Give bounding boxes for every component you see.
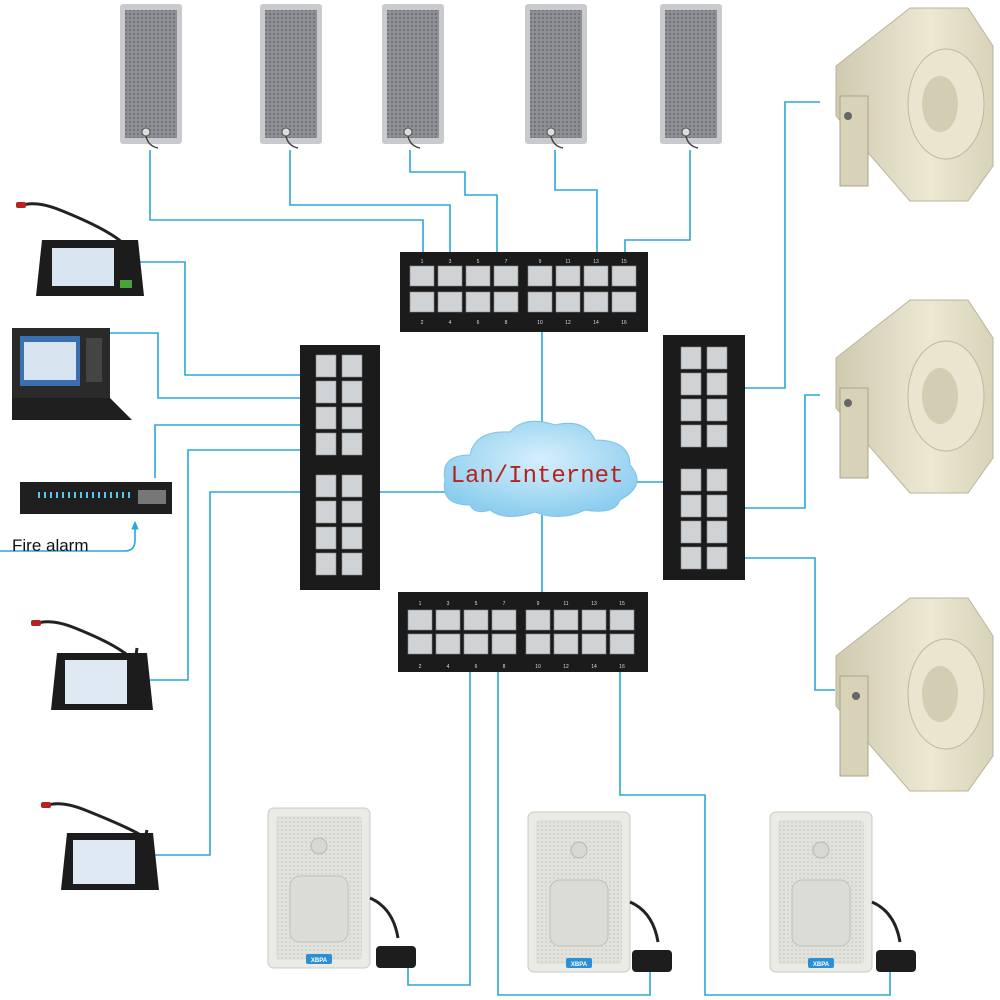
system-controller	[20, 482, 172, 514]
port-number: 10	[535, 664, 541, 670]
switch-right	[663, 335, 745, 580]
port-number: 11	[565, 259, 570, 265]
cable-wall-3	[616, 654, 891, 996]
cable-wall-1	[407, 654, 474, 986]
column-speaker	[120, 4, 182, 149]
cable-console-2	[150, 446, 321, 681]
cable-wall-2	[494, 654, 651, 996]
cable-column-3	[409, 150, 501, 271]
fire-alarm-label: Fire alarm	[12, 536, 89, 555]
port-number: 4	[447, 664, 450, 670]
paging-consoles	[16, 202, 159, 890]
cable-column-4	[554, 150, 601, 271]
horn-speaker	[835, 7, 994, 202]
port-number: 13	[591, 601, 597, 607]
wall-speaker: XBPA	[267, 807, 416, 969]
cable-horn-3	[714, 554, 835, 691]
port-number: 11	[563, 601, 568, 607]
cable-amplifier-rack	[110, 332, 321, 402]
port-number: 7	[505, 259, 508, 265]
cable-console-1	[135, 261, 321, 379]
port-number: 2	[419, 664, 422, 670]
column-speaker	[525, 4, 587, 149]
cable-horn-2	[714, 394, 820, 512]
cable-column-1	[149, 150, 427, 271]
port-number: 14	[593, 320, 599, 326]
port-number: 4	[449, 320, 452, 326]
cable-column-2	[289, 150, 454, 271]
column-speaker	[382, 4, 444, 149]
port-number: 6	[477, 320, 480, 326]
port-number: 9	[537, 601, 540, 607]
horn-speaker	[835, 597, 994, 792]
column-speaker	[660, 4, 722, 149]
port-number: 1	[421, 259, 424, 265]
rack-computer	[12, 328, 132, 420]
speaker-brand: XBPA	[813, 962, 830, 968]
cloud-label: Lan/Internet	[451, 463, 624, 490]
paging-console	[16, 202, 144, 296]
port-number: 12	[563, 664, 569, 670]
port-number: 12	[565, 320, 571, 326]
port-number: 16	[621, 320, 627, 326]
wall-speaker: XBPA	[769, 811, 916, 973]
paging-console	[31, 620, 153, 710]
horn-speaker	[835, 299, 994, 494]
cable-console-3	[150, 488, 321, 856]
port-number: 15	[619, 601, 625, 607]
port-number: 5	[477, 259, 480, 265]
cable-horn-1	[714, 101, 820, 392]
cable-controller	[154, 421, 321, 478]
horn-speakers	[835, 7, 994, 792]
port-number: 10	[537, 320, 543, 326]
port-number: 13	[593, 259, 599, 265]
port-number: 2	[421, 320, 424, 326]
port-number: 3	[447, 601, 450, 607]
port-number: 8	[503, 664, 506, 670]
cable-fire-alarm	[0, 521, 139, 552]
port-number: 3	[449, 259, 452, 265]
speaker-brand: XBPA	[571, 962, 588, 968]
wall-speaker: XBPA	[527, 811, 672, 973]
port-number: 14	[591, 664, 597, 670]
column-speaker	[260, 4, 322, 149]
speaker-brand: XBPA	[311, 958, 328, 964]
port-number: 15	[621, 259, 627, 265]
paging-console	[41, 802, 159, 890]
lan-internet-cloud: Lan/Internet	[443, 420, 638, 517]
port-number: 5	[475, 601, 478, 607]
port-number: 16	[619, 664, 625, 670]
port-number: 1	[419, 601, 422, 607]
port-number: 8	[505, 320, 508, 326]
port-number: 7	[503, 601, 506, 607]
column-speakers	[120, 4, 722, 149]
port-number: 6	[475, 664, 478, 670]
switch-left	[300, 345, 380, 590]
port-number: 9	[539, 259, 542, 265]
wall-speakers: XBPA XBPA XBPA	[267, 807, 916, 973]
